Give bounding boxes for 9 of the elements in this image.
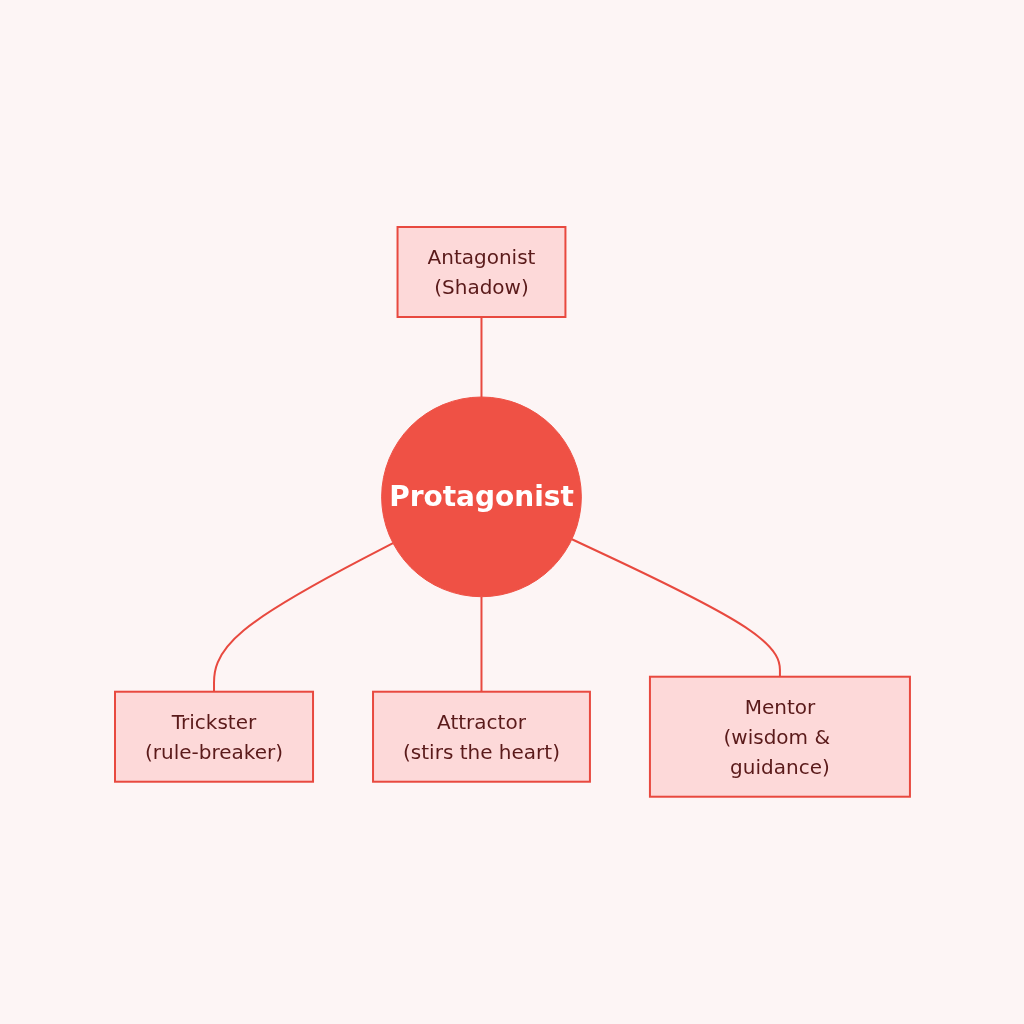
node-box: Antagonist (Shadow) [396, 226, 566, 319]
node-box: Mentor (wisdom & guidance) [648, 675, 911, 798]
connector [212, 542, 394, 693]
node-circle: Protagonist [380, 396, 582, 598]
node-box: Attractor (stirs the heart) [371, 690, 591, 783]
node-box: Trickster (rule-breaker) [113, 690, 314, 783]
connector [570, 538, 781, 678]
connector [480, 316, 482, 399]
connector [480, 595, 482, 693]
